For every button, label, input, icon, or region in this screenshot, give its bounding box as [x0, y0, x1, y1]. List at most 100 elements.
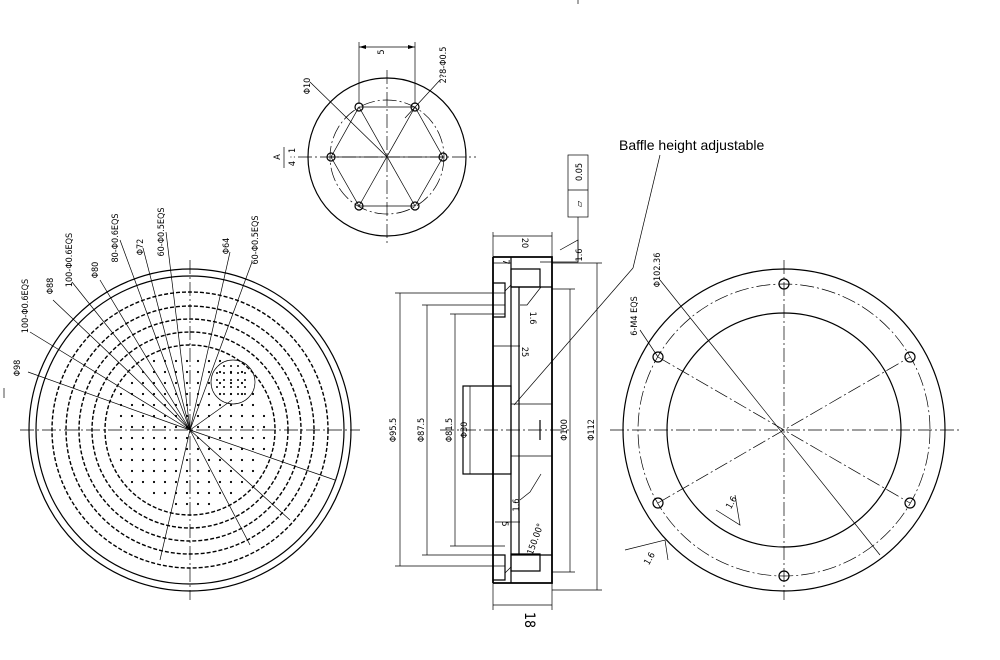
perforation-hole: [185, 370, 189, 374]
perforation-hole: [152, 447, 156, 451]
right-label-1: 6-M4 EQS: [630, 296, 640, 335]
perforation-hole: [119, 414, 123, 418]
detail-hole: [244, 372, 246, 374]
perforation-hole: [152, 458, 156, 462]
detail-label: A: [273, 154, 283, 160]
perforation-hole: [251, 458, 255, 462]
perforation-hole: [130, 480, 134, 484]
perforation-hole: [163, 480, 167, 484]
perforation-hole: [240, 469, 244, 473]
perforation-hole: [218, 381, 222, 385]
perforation-hole: [207, 392, 211, 396]
left-label-3: 100-Φ0.6EQS: [65, 233, 75, 287]
perforation-hole: [196, 458, 200, 462]
perforation-hole: [174, 469, 178, 473]
detail-hole: [216, 372, 218, 374]
flatness-tol: 0.05: [575, 163, 585, 181]
perforation-hole: [141, 381, 145, 385]
perforation-hole: [185, 469, 189, 473]
perforation-hole: [141, 469, 145, 473]
left-label-1: 100-Φ0.6EQS: [21, 279, 31, 333]
perforation-hole: [207, 436, 211, 440]
detail-hole: [237, 386, 239, 388]
detail-holes: [326, 102, 448, 211]
perforation-hole: [185, 447, 189, 451]
left-plate-view: [3, 231, 360, 600]
perforation-hole: [141, 414, 145, 418]
perforation-hole: [130, 425, 134, 429]
left-label-2: Φ88: [46, 278, 56, 295]
perforation-hole: [251, 392, 255, 396]
detail-hole: [230, 379, 232, 381]
perforation-hole: [262, 436, 266, 440]
detail-hole: [237, 365, 239, 367]
sec-dim-5: Φ112: [587, 419, 597, 441]
detail-hole: [230, 365, 232, 367]
perforation-hole: [207, 447, 211, 451]
perforation-hole: [174, 480, 178, 484]
perforation-hole: [262, 414, 266, 418]
perforation-hole: [119, 392, 123, 396]
perforation-hole: [207, 425, 211, 429]
perforation-hole: [229, 480, 233, 484]
perforation-hole: [251, 469, 255, 473]
perforation-hole: [229, 436, 233, 440]
perforation-hole: [207, 491, 211, 495]
perforation-hole: [196, 502, 200, 506]
perforation-hole: [163, 414, 167, 418]
perforation-hole: [218, 447, 222, 451]
sec-rough-1: 1.6: [527, 312, 537, 325]
sec-dim-5: 5: [499, 521, 509, 526]
perforation-hole: [196, 403, 200, 407]
perforation-hole: [218, 436, 222, 440]
detail-hole: [230, 393, 232, 395]
sec-rough-2: 1.6: [512, 499, 522, 512]
perforation-hole: [262, 447, 266, 451]
perforation-hole: [218, 425, 222, 429]
detail-hole: [223, 393, 225, 395]
perforation-hole: [251, 403, 255, 407]
perforation-hole: [229, 458, 233, 462]
perforation-hole: [229, 491, 233, 495]
perforation-hole: [163, 370, 167, 374]
perforation-hole: [152, 491, 156, 495]
detail-hole: [223, 372, 225, 374]
perforation-hole: [163, 436, 167, 440]
left-label-8: Φ64: [222, 238, 232, 255]
flatness-icon: ▱: [575, 200, 585, 207]
perforation-hole: [163, 458, 167, 462]
perforation-hole: [163, 392, 167, 396]
perforation-hole: [174, 502, 178, 506]
perforation-hole: [141, 425, 145, 429]
perforation-hole: [251, 447, 255, 451]
perforation-hole: [229, 381, 233, 385]
perforation-hole: [130, 458, 134, 462]
left-label-5: 80-Φ0.6EQS: [111, 213, 121, 262]
detail-scale: 4 : 1: [288, 148, 298, 166]
perforation-hole: [229, 425, 233, 429]
detail-hole: [244, 393, 246, 395]
perforation-hole: [240, 458, 244, 462]
sec-dim-1: Φ87.5: [417, 418, 427, 442]
perforation-hole: [185, 392, 189, 396]
perforation-hole: [218, 403, 222, 407]
detail-circle-holes: [216, 365, 246, 395]
sec-dim-3: Φ30: [460, 422, 470, 439]
left-label-6: Φ72: [136, 239, 146, 256]
detail-hole: [230, 386, 232, 388]
perforation-hole: [130, 403, 134, 407]
detail-dim-pitch: 2?8-Φ0.5: [439, 47, 449, 84]
detail-hole: [216, 386, 218, 388]
perforation-hole: [119, 436, 123, 440]
left-label-9: 60-Φ0.5EQS: [251, 215, 261, 264]
detail-hole: [223, 386, 225, 388]
perforation-hole: [141, 392, 145, 396]
perforation-hole: [251, 425, 255, 429]
perforation-hole: [196, 480, 200, 484]
perforation-hole: [174, 381, 178, 385]
perforation-hole: [163, 381, 167, 385]
sec-dim-top: 20: [519, 238, 529, 248]
sec-dim-0: Φ95.5: [389, 418, 399, 442]
perforation-hole: [218, 458, 222, 462]
perforation-hole: [229, 414, 233, 418]
